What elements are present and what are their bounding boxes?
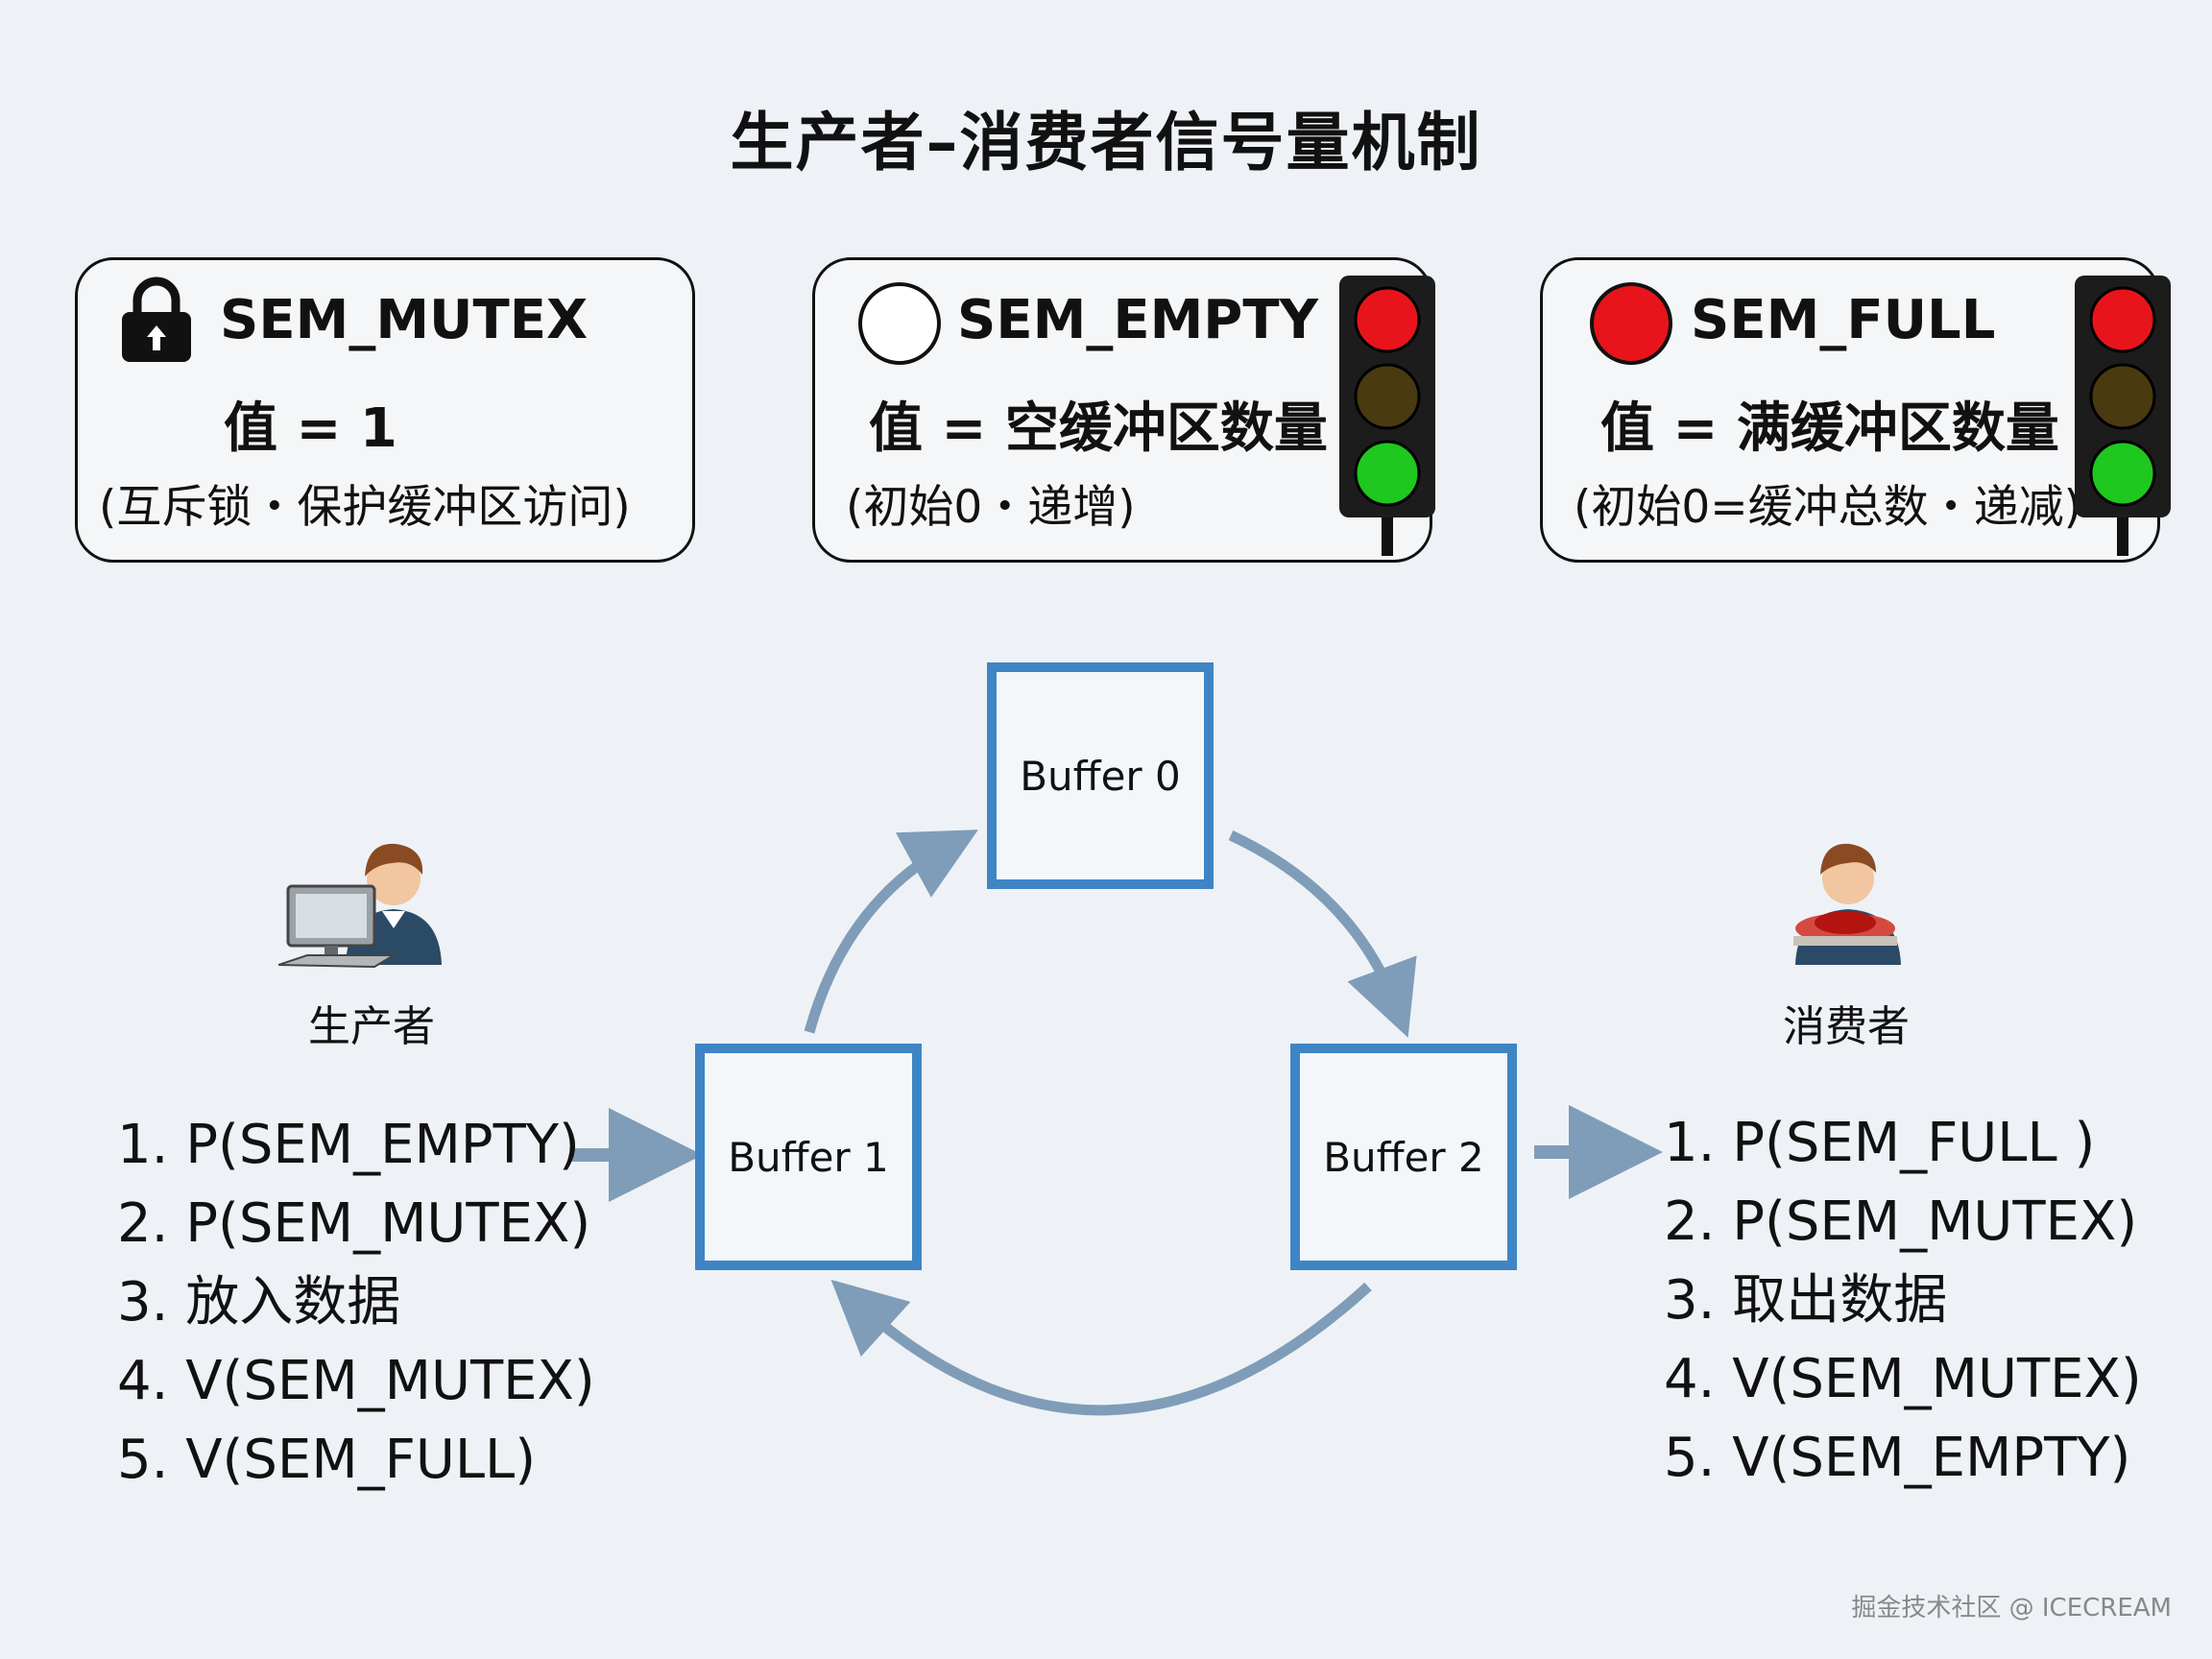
consumer-step: 4. V(SEM_MUTEX): [1664, 1348, 2142, 1410]
producer-steps: 1. P(SEM_EMPTY) 2. P(SEM_MUTEX) 3. 放入数据 …: [117, 1106, 595, 1500]
red-circle-icon: [1590, 282, 1672, 365]
sem-empty-card: SEM_EMPTY 值 = 空缓冲区数量 (初始0・递增): [812, 257, 1435, 563]
page-title: 生产者–消费者信号量机制: [730, 106, 1482, 180]
producer-step: 4. V(SEM_MUTEX): [117, 1350, 595, 1412]
buffer-0-label: Buffer 0: [1020, 752, 1181, 800]
arrow-buffer2-to-buffer1: [830, 1279, 1372, 1416]
sem-mutex-card: SEM_MUTEX 值 = 1 (互斥锁・保护缓冲区访问): [75, 257, 695, 563]
sem-mutex-note: (互斥锁・保护缓冲区访问): [99, 481, 631, 534]
buffer-0: Buffer 0: [987, 662, 1214, 889]
sem-full-name: SEM_FULL: [1691, 289, 1996, 351]
sem-empty-note: (初始0・递增): [846, 481, 1136, 534]
consumer-step: 1. P(SEM_FULL ): [1664, 1112, 2096, 1174]
consumer-step: 5. V(SEM_EMPTY): [1664, 1427, 2131, 1489]
producer-step: 3. 放入数据: [117, 1271, 401, 1334]
producer-step: 5. V(SEM_FULL): [117, 1429, 537, 1491]
buffer-2-label: Buffer 2: [1323, 1133, 1484, 1181]
lock-icon: [122, 276, 191, 362]
producer-label: 生产者: [308, 1002, 435, 1051]
buffer-2: Buffer 2: [1290, 1044, 1517, 1270]
sem-full-card: SEM_FULL 值 = 满缓冲区数量 (初始0=缓冲总数・递减): [1540, 257, 2171, 563]
buffer-1-label: Buffer 1: [728, 1133, 889, 1181]
watermark: 掘金技术社区 @ ICECREAM: [1851, 1594, 2172, 1623]
traffic-light-icon: [2075, 276, 2171, 556]
sem-full-value: 值 = 满缓冲区数量: [1600, 397, 2059, 460]
sem-empty-name: SEM_EMPTY: [957, 289, 1319, 351]
consumer-steps: 1. P(SEM_FULL ) 2. P(SEM_MUTEX) 3. 取出数据 …: [1664, 1104, 2142, 1498]
consumer-label: 消费者: [1783, 1002, 1910, 1051]
sem-mutex-value: 值 = 1: [224, 397, 397, 460]
sem-full-note: (初始0=缓冲总数・递减): [1574, 481, 2081, 534]
producer-step: 2. P(SEM_MUTEX): [117, 1192, 591, 1255]
sem-empty-value: 值 = 空缓冲区数量: [869, 397, 1328, 460]
sem-mutex-name: SEM_MUTEX: [220, 289, 589, 351]
arrow-buffer0-to-buffer2: [1228, 830, 1417, 1038]
consumer-avatar-icon: [1793, 843, 1901, 965]
arrow-buffer1-to-buffer0: [804, 830, 978, 1034]
producer-step: 1. P(SEM_EMPTY): [117, 1114, 580, 1176]
empty-circle-icon: [858, 282, 941, 365]
consumer-step: 3. 取出数据: [1664, 1269, 1948, 1332]
consumer-step: 2. P(SEM_MUTEX): [1664, 1190, 2138, 1253]
buffer-1: Buffer 1: [695, 1044, 922, 1270]
traffic-light-icon: [1339, 276, 1435, 556]
producer-avatar-icon: [278, 843, 442, 969]
